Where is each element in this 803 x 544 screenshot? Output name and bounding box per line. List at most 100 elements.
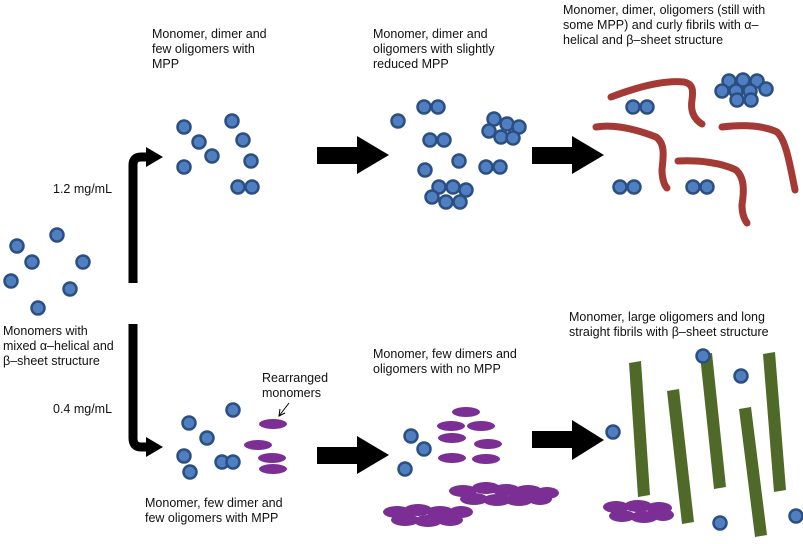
monomer: [181, 415, 197, 431]
curly-fibril: [592, 122, 671, 192]
top-stage2-label: Monomer, dimer and oligomers with slight…: [373, 27, 495, 72]
monomer: [505, 130, 521, 146]
purple-oligomer-cluster: [603, 500, 674, 523]
monomer: [416, 99, 432, 115]
curly-fibril: [718, 122, 799, 194]
monomer: [481, 123, 497, 139]
monomer: [430, 99, 446, 115]
label-line: Rearranged: [262, 371, 329, 385]
rearranged-monomer: [472, 454, 500, 464]
straight-fibril: [629, 361, 650, 497]
monomer: [49, 227, 65, 243]
label-line: some MPP) and curly fibrils with α–: [563, 18, 759, 32]
curly-fibril: [607, 78, 706, 128]
label-line: mixed α–helical and: [3, 339, 114, 353]
arrow-top-1: [317, 136, 389, 174]
monomer: [436, 132, 452, 148]
monomer: [243, 153, 259, 169]
bottom-stage1-label: Monomer, few dimer and few oligomers wit…: [145, 496, 283, 526]
rearranged-monomer: [467, 421, 495, 431]
monomer: [224, 113, 240, 129]
monomer: [397, 461, 413, 477]
monomer: [24, 254, 40, 270]
monomer: [712, 515, 728, 531]
label-line: few oligomers with: [152, 42, 255, 56]
monomer: [75, 254, 91, 270]
branch-arrow-bottom: [128, 324, 163, 457]
monomer: [639, 99, 655, 115]
rearranged-monomer: [438, 453, 466, 463]
rearranged-monomer: [258, 453, 286, 463]
arrow-top-2: [532, 136, 604, 174]
monomer: [492, 159, 508, 175]
arrow-bottom-1: [317, 436, 389, 474]
bottom-stage2-label: Monomer, few dimers and oligomers with n…: [373, 347, 517, 377]
monomer: [191, 134, 207, 150]
monomer: [199, 430, 215, 446]
monomer: [176, 448, 192, 464]
label-line: Monomer, few dimer and: [145, 496, 283, 510]
monomer: [403, 428, 419, 444]
monomer: [451, 153, 467, 169]
label-line: few oligomers with MPP: [145, 511, 279, 525]
monomer: [244, 179, 260, 195]
rearranged-monomer: [259, 419, 287, 429]
label-line: MPP: [152, 57, 180, 71]
rearranged-monomer: [438, 433, 466, 443]
top-stage1-label: Monomer, dimer and few oligomers with MP…: [152, 27, 267, 72]
straight-fibril: [739, 407, 767, 537]
straight-fibril: [700, 353, 726, 489]
label-line: helical and β–sheet structure: [563, 33, 724, 47]
monomer: [390, 113, 406, 129]
label-line: Monomer, few dimers and: [373, 347, 517, 361]
monomer: [424, 189, 440, 205]
monomer: [612, 179, 628, 195]
monomer: [729, 92, 745, 108]
monomer: [685, 179, 701, 195]
concentration-low-label: 0.4 mg/mL: [53, 402, 113, 416]
monomer: [438, 194, 454, 210]
rearranged-monomers-label: Rearranged monomers: [262, 371, 328, 401]
monomer: [204, 148, 220, 164]
label-line: Monomer, dimer, oligomers (still with: [563, 3, 766, 17]
monomer: [626, 179, 642, 195]
monomer: [695, 348, 711, 364]
monomer: [452, 194, 468, 210]
monomer: [733, 368, 749, 384]
label-line: Monomers with: [3, 324, 88, 338]
label-line: reduced MPP: [373, 57, 449, 71]
monomer: [62, 281, 78, 297]
label-line: straight fibrils with β–sheet structure: [569, 325, 769, 339]
monomer: [478, 159, 494, 175]
monomer: [182, 464, 198, 480]
monomer: [230, 179, 246, 195]
monomer: [743, 92, 759, 108]
rearranged-monomer: [244, 440, 272, 450]
monomer: [176, 159, 192, 175]
label-line: Monomer, dimer and: [373, 27, 488, 41]
rearranged-monomer: [452, 407, 480, 417]
rearranged-pointer-arrow: [278, 402, 290, 417]
arrow-bottom-2: [532, 420, 604, 460]
monomers: [3, 72, 803, 531]
label-line: Monomer, large oligomers and long: [569, 310, 765, 324]
monomer: [758, 81, 774, 97]
rearranged-monomer: [437, 421, 465, 431]
monomer: [605, 424, 621, 440]
rearranged-monomers: [244, 407, 674, 527]
straight-fibrils: [629, 352, 786, 537]
monomer: [714, 83, 730, 99]
straight-fibril: [667, 389, 694, 524]
rearranged-monomer: [259, 464, 287, 474]
monomer: [417, 162, 433, 178]
monomer: [445, 179, 461, 195]
label-line: oligomers with slightly: [373, 42, 495, 56]
monomer: [422, 132, 438, 148]
monomer: [9, 238, 25, 254]
monomer: [225, 454, 241, 470]
monomer: [30, 300, 46, 316]
concentration-high-label: 1.2 mg/mL: [53, 182, 113, 196]
straight-fibril: [763, 352, 786, 492]
